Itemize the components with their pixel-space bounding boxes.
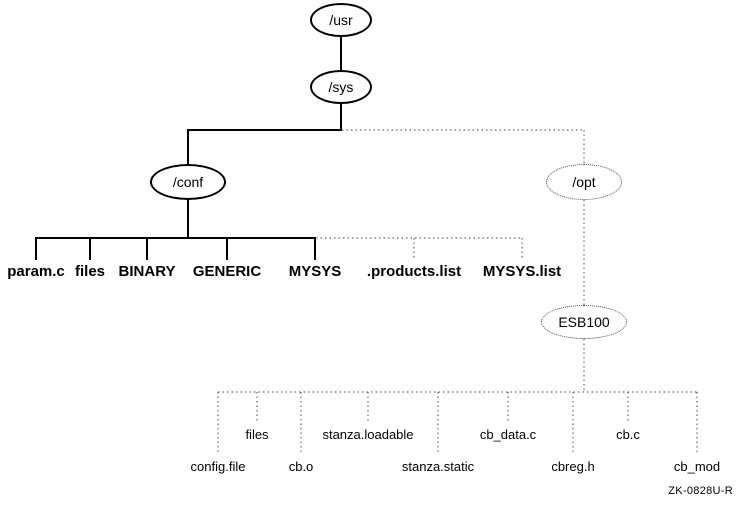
node-opt: /opt: [546, 164, 622, 200]
node-conf: /conf: [150, 164, 226, 200]
leaf-cb-data-c: cb_data.c: [479, 427, 537, 442]
leaf-stanza-static: stanza.static: [401, 459, 475, 474]
leaf-param-c: param.c: [7, 263, 65, 280]
node-sys: /sys: [310, 70, 372, 104]
leaf-cb-mod: cb_mod: [673, 459, 721, 474]
leaf-files-conf: files: [74, 263, 106, 280]
leaf-cb-c: cb.c: [616, 427, 640, 442]
leaf-files-esb: files: [245, 427, 269, 442]
leaf-generic: GENERIC: [192, 263, 262, 280]
node-esb100: ESB100: [541, 305, 627, 339]
leaf-binary: BINARY: [118, 263, 176, 280]
leaf-mysys-list: MYSYS.list: [482, 263, 562, 280]
leaf-stanza-loadable: stanza.loadable: [322, 427, 414, 442]
leaf-cbreg-h: cbreg.h: [551, 459, 595, 474]
leaf-mysys: MYSYS: [288, 263, 342, 280]
leaf-products-list: .products.list: [366, 263, 462, 280]
leaf-config-file: config.file: [190, 459, 246, 474]
figure-code: ZK-0828U-R: [668, 485, 733, 497]
node-usr: /usr: [310, 3, 372, 37]
leaf-cb-o: cb.o: [288, 459, 314, 474]
